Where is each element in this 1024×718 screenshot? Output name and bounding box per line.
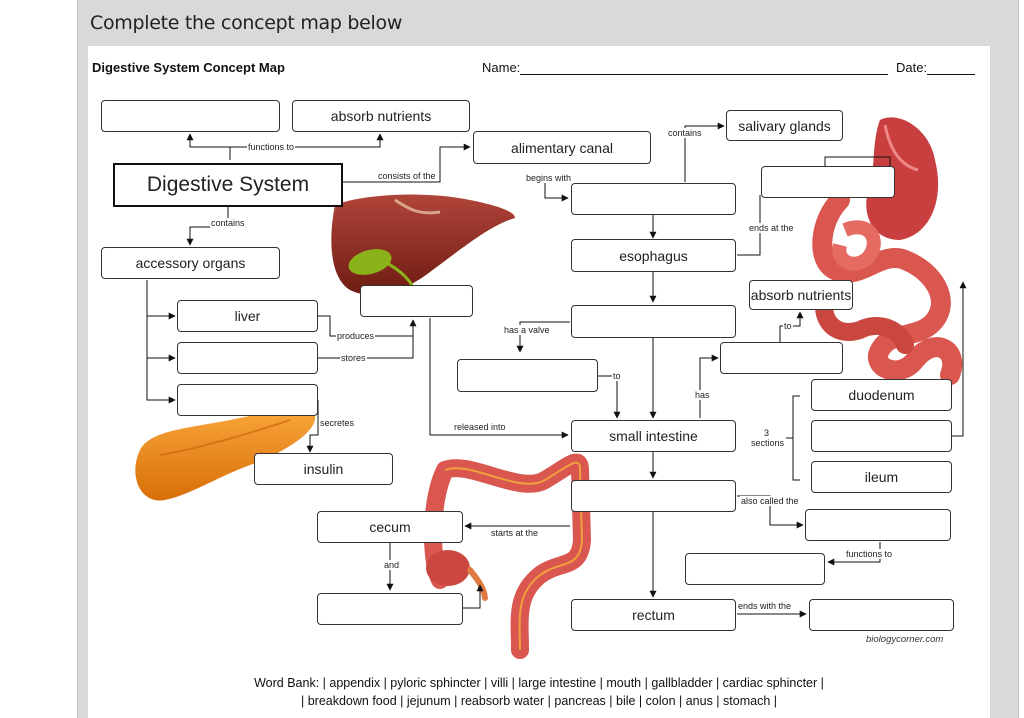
blank-box-appendix[interactable]	[317, 593, 463, 625]
link-label: contains	[667, 128, 703, 138]
link-label: consists of the	[377, 171, 437, 181]
link-label: to	[783, 321, 793, 331]
link-label: and	[383, 560, 401, 570]
link-label: begins with	[525, 173, 573, 183]
link-label: contains	[210, 218, 246, 228]
worksheet-title: Digestive System Concept Map	[92, 60, 285, 75]
name-label: Name:	[482, 60, 521, 75]
link-label: functions to	[845, 549, 894, 559]
box-absorb-nutrients-top: absorb nutrients	[292, 100, 470, 132]
blank-box-gallbladder[interactable]	[177, 342, 318, 374]
link-label: starts at the	[490, 528, 540, 538]
box-digestive-system: Digestive System	[113, 163, 343, 207]
link-label: has	[694, 390, 711, 400]
name-blank[interactable]	[520, 62, 889, 75]
blank-box-pancreas[interactable]	[177, 384, 318, 416]
link-label: ends with the	[737, 601, 793, 611]
blank-box-colon[interactable]	[805, 509, 951, 541]
blank-box-jejunum[interactable]	[811, 420, 952, 452]
link-label: also called the	[740, 496, 800, 506]
blank-box-anus[interactable]	[809, 599, 954, 631]
blank-box-large-intestine[interactable]	[571, 480, 736, 512]
box-absorb-nutrients-right: absorb nutrients	[749, 280, 853, 310]
link-label: ends at the	[748, 223, 795, 233]
credit-text: biologycorner.com	[866, 634, 944, 645]
box-esophagus: esophagus	[571, 239, 736, 272]
blank-box-stomach-chain[interactable]	[571, 305, 736, 338]
blank-box-begins-with[interactable]	[571, 183, 736, 215]
link-label: released into	[453, 422, 507, 432]
blank-box-stomach[interactable]	[761, 166, 895, 198]
link-label: has a valve	[503, 325, 551, 335]
link-label: produces	[336, 331, 376, 341]
word-bank-line-2: | breakdown food | jejunum | reabsorb wa…	[300, 694, 777, 708]
name-field[interactable]: Name:	[482, 60, 889, 75]
box-alimentary-canal: alimentary canal	[473, 131, 651, 164]
box-cecum: cecum	[317, 511, 463, 543]
blank-box-reabsorb-water[interactable]	[685, 553, 825, 585]
link-label: 3	[764, 428, 770, 438]
link-label: functions to	[247, 142, 296, 152]
link-label: sections	[751, 438, 785, 448]
link-label: to	[612, 371, 622, 381]
blank-box-function[interactable]	[101, 100, 280, 132]
box-small-intestine: small intestine	[571, 420, 736, 452]
box-accessory-organs: accessory organs	[101, 247, 280, 279]
stomach-intestine-illustration	[812, 117, 963, 385]
box-salivary-glands: salivary glands	[726, 110, 843, 141]
box-insulin: insulin	[254, 453, 393, 485]
date-blank[interactable]	[927, 62, 976, 75]
pancreas-illustration	[135, 410, 316, 501]
link-label: secretes	[319, 418, 356, 428]
blank-box-valve[interactable]	[457, 359, 598, 392]
box-duodenum: duodenum	[811, 379, 952, 411]
blank-box-villi[interactable]	[720, 342, 843, 374]
link-label: stores	[340, 353, 367, 363]
date-field[interactable]: Date:	[896, 60, 976, 75]
blank-box-bile[interactable]	[360, 285, 473, 317]
box-rectum: rectum	[571, 599, 736, 631]
box-ileum: ileum	[811, 461, 952, 493]
instruction-text: Complete the concept map below	[90, 12, 403, 34]
date-label: Date:	[896, 60, 928, 75]
word-bank-line-1: Word Bank: | appendix | pyloric sphincte…	[254, 676, 824, 690]
box-liver: liver	[177, 300, 318, 332]
